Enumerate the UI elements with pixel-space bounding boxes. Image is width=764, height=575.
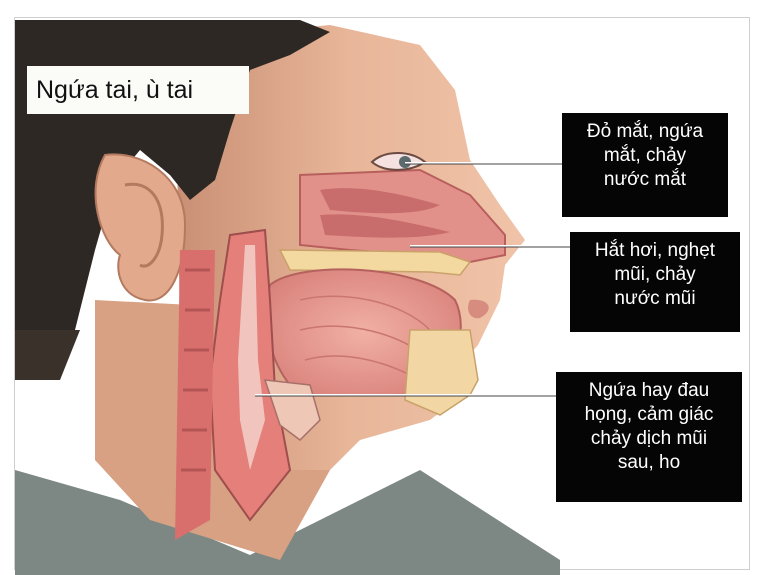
shirt xyxy=(15,470,560,575)
throat-symptoms-line: sau, ho xyxy=(617,452,681,473)
throat-symptoms-line: Ngứa hay đau xyxy=(588,380,710,401)
ear-symptom-label: Ngứa tai, ù tai xyxy=(27,66,249,114)
throat-symptoms-label: Ngứa hay đau họng, cảm giác chảy dịch mũ… xyxy=(556,372,742,502)
eye-symptoms-label: Đỏ mắt, ngứa mắt, chảy nước mắt xyxy=(562,113,728,217)
spine xyxy=(175,250,215,540)
ear xyxy=(94,153,187,302)
nose-symptoms-line: nước mũi xyxy=(614,288,696,309)
lower-jaw xyxy=(404,329,479,416)
nose-symptoms-label: Hắt hơi, nghẹt mũi, chảy nước mũi xyxy=(570,232,740,332)
throat-symptoms-line: họng, cảm giác xyxy=(584,404,714,425)
throat-symptoms-line: chảy dịch mũi xyxy=(590,428,708,449)
eye-symptoms-line: Đỏ mắt, ngứa xyxy=(586,121,704,142)
nose-symptoms-line: mũi, chảy xyxy=(614,264,696,285)
eye-symptoms-line: mắt, chảy xyxy=(603,145,687,166)
eye-symptoms-line: nước mắt xyxy=(603,169,687,190)
nose-symptoms-line: Hắt hơi, nghẹt xyxy=(594,240,716,261)
